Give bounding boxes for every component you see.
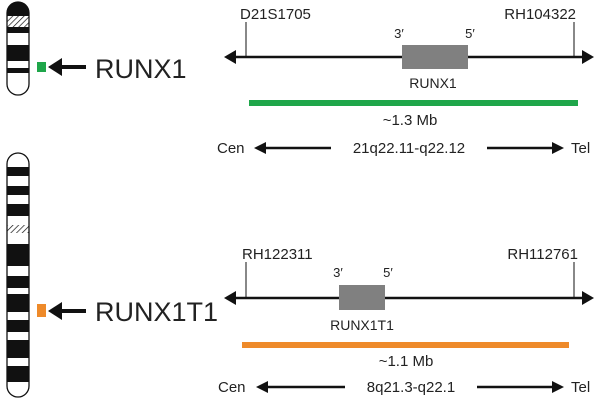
chromosome-8-ideogram [6, 152, 30, 398]
band-label-runx1: 21q22.11-q22.12 [353, 140, 465, 157]
probe-size-runx1: ~1.3 Mb [383, 112, 438, 129]
tel-label-runx1: Tel [571, 140, 590, 157]
gene-name-runx1t1: RUNX1T1 [95, 297, 218, 327]
arrow-left-icon [48, 58, 86, 76]
gene-box-runx1t1 [339, 285, 385, 310]
gene-box-label-runx1t1: RUNX1T1 [330, 317, 394, 333]
band-label-runx1t1: 8q21.3-q22.1 [367, 379, 455, 396]
prime-3-runx1: 3′ [394, 26, 404, 41]
double-arrow-icon [256, 381, 564, 393]
marker-right-runx1t1: RH112761 [507, 246, 578, 263]
tel-label-runx1t1: Tel [571, 379, 590, 396]
probe-size-runx1t1: ~1.1 Mb [379, 353, 434, 370]
double-arrow-icon [254, 142, 564, 154]
marker-right-runx1: RH104322 [504, 6, 576, 23]
probe-marker-runx1 [37, 62, 46, 72]
probe-marker-runx1t1 [37, 304, 46, 317]
chromosome-21-ideogram [6, 1, 30, 96]
probe-bar-runx1t1 [242, 342, 569, 348]
prime-5-runx1t1: 5′ [383, 265, 393, 280]
cen-label-runx1t1: Cen [218, 379, 246, 396]
prime-5-runx1: 5′ [465, 26, 475, 41]
probe-bar-runx1 [249, 100, 578, 106]
gene-box-runx1 [402, 45, 468, 69]
cen-label-runx1: Cen [217, 140, 245, 157]
locus-line-runx1t1 [224, 262, 594, 305]
arrow-left-icon [48, 302, 86, 320]
gene-box-label-runx1: RUNX1 [409, 75, 457, 91]
gene-name-runx1: RUNX1 [95, 54, 187, 84]
marker-left-runx1t1: RH122311 [242, 246, 313, 263]
marker-left-runx1: D21S1705 [240, 6, 311, 23]
prime-3-runx1t1: 3′ [333, 265, 343, 280]
